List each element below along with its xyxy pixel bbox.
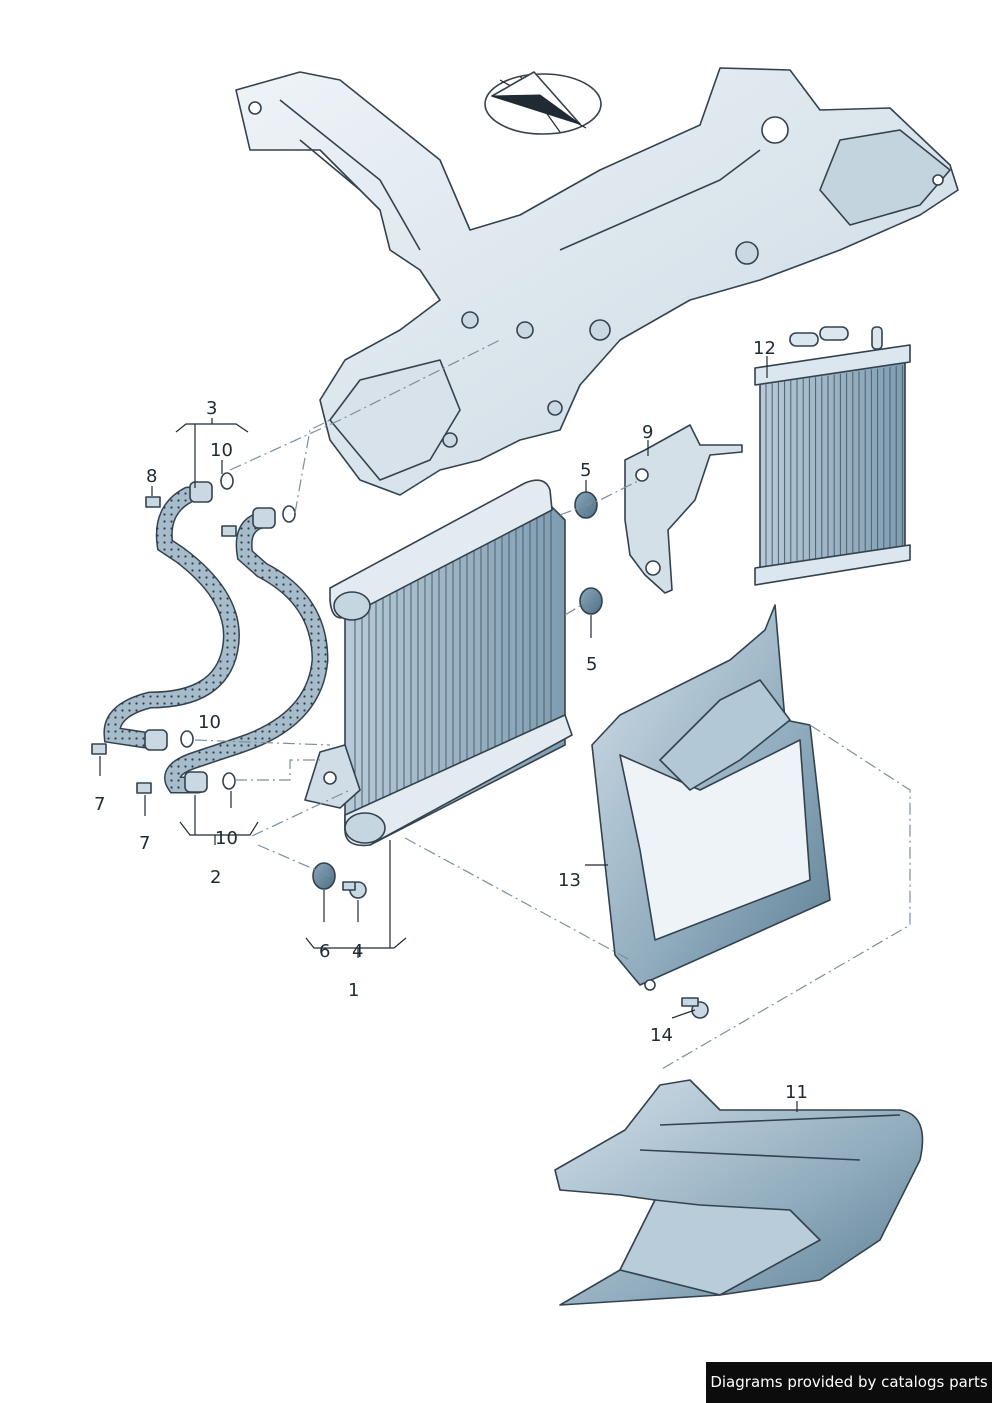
callout-5-upper: 5 — [580, 460, 591, 481]
assembly-lines — [194, 339, 911, 1071]
callout-5-lower: 5 — [586, 654, 597, 675]
callout-12: 12 — [753, 338, 776, 359]
callout-labels: 1 2 3 4 5 5 6 7 7 8 9 10 10 10 11 12 13 … — [94, 338, 808, 1103]
callout-11: 11 — [785, 1082, 808, 1103]
callout-3: 3 — [206, 398, 217, 419]
callout-13: 13 — [558, 870, 581, 891]
oil-line-upper — [103, 486, 240, 749]
seal-rings — [180, 472, 296, 790]
callout-14: 14 — [650, 1025, 673, 1046]
compass-icon — [484, 71, 602, 135]
auxiliary-radiator — [754, 326, 911, 586]
callout-1: 1 — [348, 980, 359, 1001]
callout-10-lower: 10 — [215, 828, 238, 849]
air-duct — [591, 604, 831, 991]
watermark-banner: Diagrams provided by catalogs parts — [706, 1362, 992, 1403]
callout-7-left: 7 — [94, 794, 105, 815]
oil-line-lower — [164, 511, 329, 794]
callout-6: 6 — [319, 941, 330, 962]
callout-10-upper: 10 — [210, 440, 233, 461]
callout-10-mid: 10 — [198, 712, 221, 733]
auxiliary-radiator-fins — [765, 365, 903, 570]
undertray-cover — [554, 1079, 924, 1306]
hose-fittings — [144, 481, 276, 793]
callout-7-right: 7 — [139, 833, 150, 854]
leader-lines — [99, 356, 798, 1112]
mounting-bracket — [624, 424, 743, 594]
callout-8: 8 — [146, 466, 157, 487]
callout-9: 9 — [642, 422, 653, 443]
callout-2: 2 — [210, 867, 221, 888]
bolts — [91, 496, 709, 1019]
callout-4: 4 — [352, 941, 363, 962]
radiator-fins — [354, 511, 552, 838]
subframe — [235, 67, 959, 496]
main-radiator — [304, 479, 573, 847]
